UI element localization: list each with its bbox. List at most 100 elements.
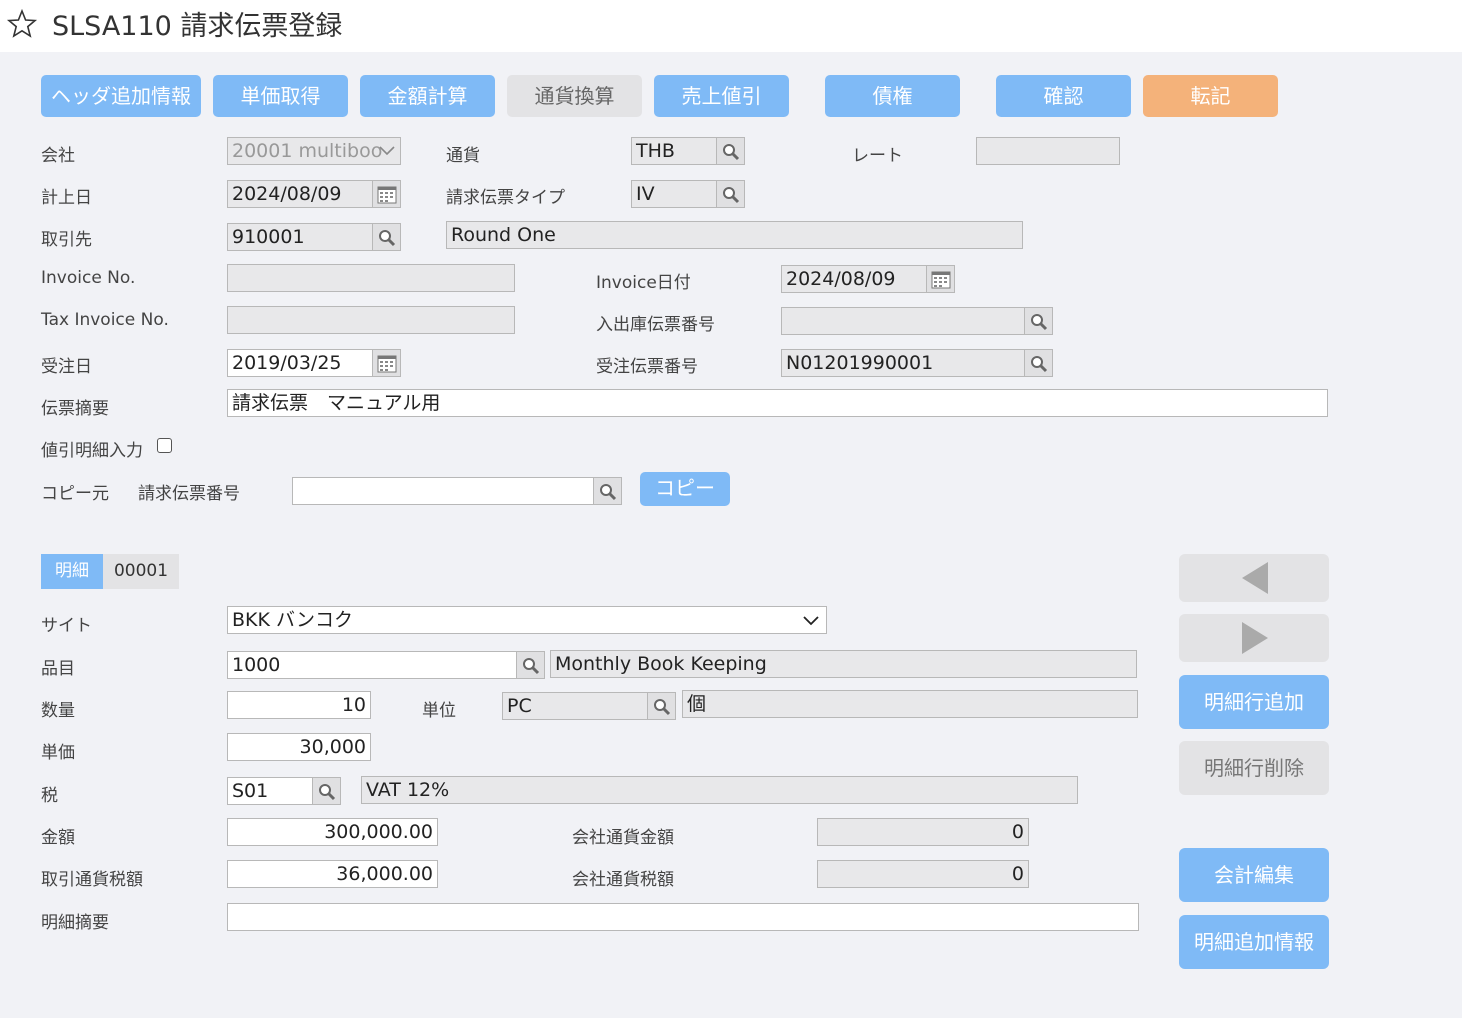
company-select[interactable]: 20001 multiboo xyxy=(227,137,401,165)
chevron-down-icon xyxy=(379,146,395,156)
calendar-icon xyxy=(377,355,397,373)
prev-row-button[interactable] xyxy=(1179,554,1329,602)
invoice-type-label: 請求伝票タイプ xyxy=(446,188,565,208)
order-date-label: 受注日 xyxy=(41,357,92,377)
copy-invoice-search-button[interactable] xyxy=(593,477,622,505)
item-name-field: Monthly Book Keeping xyxy=(550,650,1137,678)
discount-button[interactable]: 売上値引 xyxy=(654,75,789,117)
header-info-button[interactable]: ヘッダ追加情報 xyxy=(41,75,201,117)
confirm-button[interactable]: 確認 xyxy=(996,75,1131,117)
tax-amount-input[interactable]: 36,000.00 xyxy=(227,860,438,888)
rate-label: レート xyxy=(852,146,903,166)
invoice-date-label: Invoice日付 xyxy=(596,273,691,293)
summary-label: 伝票摘要 xyxy=(41,399,109,419)
invoice-type-search-button[interactable] xyxy=(716,180,745,208)
post-date-label: 計上日 xyxy=(41,188,92,208)
tax-search-button[interactable] xyxy=(312,777,341,805)
search-icon xyxy=(723,187,740,204)
item-code-input[interactable]: 1000 xyxy=(227,651,517,679)
copy-invoice-no-label: 請求伝票番号 xyxy=(138,484,240,504)
order-no-label: 受注伝票番号 xyxy=(596,357,698,377)
tax-invoice-label: Tax Invoice No. xyxy=(41,310,169,330)
discount-detail-label: 値引明細入力 xyxy=(41,441,143,461)
copy-source-label: コピー元 xyxy=(41,484,109,504)
partner-label: 取引先 xyxy=(41,230,92,250)
company-amount-field: 0 xyxy=(817,818,1029,846)
order-date-calendar-button[interactable] xyxy=(372,349,401,377)
calendar-icon xyxy=(931,271,951,289)
tax-invoice-input[interactable] xyxy=(227,306,515,334)
next-row-button[interactable] xyxy=(1179,614,1329,662)
quantity-input[interactable]: 10 xyxy=(227,691,371,719)
currency-input[interactable]: THB xyxy=(631,137,717,165)
summary-input[interactable]: 請求伝票 マニュアル用 xyxy=(227,389,1328,417)
tax-amount-label: 取引通貨税額 xyxy=(41,870,143,890)
item-search-button[interactable] xyxy=(516,651,545,679)
inout-slip-label: 入出庫伝票番号 xyxy=(596,315,715,335)
copy-button[interactable]: コピー xyxy=(640,472,730,506)
site-select[interactable]: BKK バンコク xyxy=(227,606,827,634)
add-row-button[interactable]: 明細行追加 xyxy=(1179,675,1329,729)
delete-row-button[interactable]: 明細行削除 xyxy=(1179,741,1329,795)
company-tax-label: 会社通貨税額 xyxy=(572,870,674,890)
line-summary-label: 明細摘要 xyxy=(41,913,109,933)
tax-name-field: VAT 12% xyxy=(361,776,1078,804)
page-title: SLSA110 請求伝票登録 xyxy=(52,11,343,42)
rate-input[interactable] xyxy=(976,137,1120,165)
unit-price-label: 単価 xyxy=(41,743,75,763)
line-info-button[interactable]: 明細追加情報 xyxy=(1179,915,1329,969)
detail-tab[interactable]: 明細 xyxy=(41,554,103,589)
copy-invoice-no-input[interactable] xyxy=(292,477,594,505)
search-icon xyxy=(723,144,740,161)
unit-code-input[interactable]: PC xyxy=(502,692,648,720)
tax-code-input[interactable]: S01 xyxy=(227,777,313,805)
unit-price-button[interactable]: 単価取得 xyxy=(213,75,348,117)
amount-input[interactable]: 300,000.00 xyxy=(227,818,438,846)
item-label: 品目 xyxy=(41,659,75,679)
inout-slip-input[interactable] xyxy=(781,307,1026,335)
amount-label: 金額 xyxy=(41,828,75,848)
company-label: 会社 xyxy=(41,146,75,166)
favorite-star-icon[interactable] xyxy=(6,8,38,40)
post-date-input[interactable]: 2024/08/09 xyxy=(227,180,373,208)
partner-search-button[interactable] xyxy=(372,223,401,251)
receivable-button[interactable]: 債権 xyxy=(825,75,960,117)
amount-calc-button[interactable]: 金額計算 xyxy=(360,75,495,117)
quantity-label: 数量 xyxy=(41,701,75,721)
invoice-no-input[interactable] xyxy=(227,264,515,292)
order-no-search-button[interactable] xyxy=(1024,349,1053,377)
invoice-date-input[interactable]: 2024/08/09 xyxy=(781,265,927,293)
currency-label: 通貨 xyxy=(446,146,480,166)
search-icon xyxy=(1031,356,1048,373)
line-summary-input[interactable] xyxy=(227,903,1139,931)
search-icon xyxy=(319,784,336,801)
unit-search-button[interactable] xyxy=(647,692,676,720)
order-no-input[interactable]: N01201990001 xyxy=(781,349,1026,377)
invoice-date-calendar-button[interactable] xyxy=(926,265,955,293)
search-icon xyxy=(654,699,671,716)
unit-name-field: 個 xyxy=(682,690,1138,718)
post-date-calendar-button[interactable] xyxy=(372,180,401,208)
unit-price-input[interactable]: 30,000 xyxy=(227,733,371,761)
chevron-down-icon xyxy=(803,616,819,626)
currency-convert-button[interactable]: 通貨換算 xyxy=(507,75,642,117)
post-button[interactable]: 転記 xyxy=(1143,75,1278,117)
partner-name-field: Round One xyxy=(446,221,1023,249)
calendar-icon xyxy=(377,186,397,204)
search-icon xyxy=(600,484,617,501)
order-date-input[interactable]: 2019/03/25 xyxy=(227,349,373,377)
site-value: BKK バンコク xyxy=(232,609,353,631)
detail-row-number: 00001 xyxy=(103,554,179,589)
accounting-edit-button[interactable]: 会計編集 xyxy=(1179,848,1329,902)
tax-label: 税 xyxy=(41,786,58,806)
search-icon xyxy=(523,658,540,675)
partner-code-input[interactable]: 910001 xyxy=(227,223,373,251)
invoice-no-label: Invoice No. xyxy=(41,268,136,288)
inout-slip-search-button[interactable] xyxy=(1024,307,1053,335)
arrow-right-icon xyxy=(1242,622,1268,654)
discount-detail-checkbox[interactable] xyxy=(157,438,172,453)
invoice-type-input[interactable]: IV xyxy=(631,180,717,208)
currency-search-button[interactable] xyxy=(716,137,745,165)
search-icon xyxy=(1031,314,1048,331)
company-amount-label: 会社通貨金額 xyxy=(572,828,674,848)
